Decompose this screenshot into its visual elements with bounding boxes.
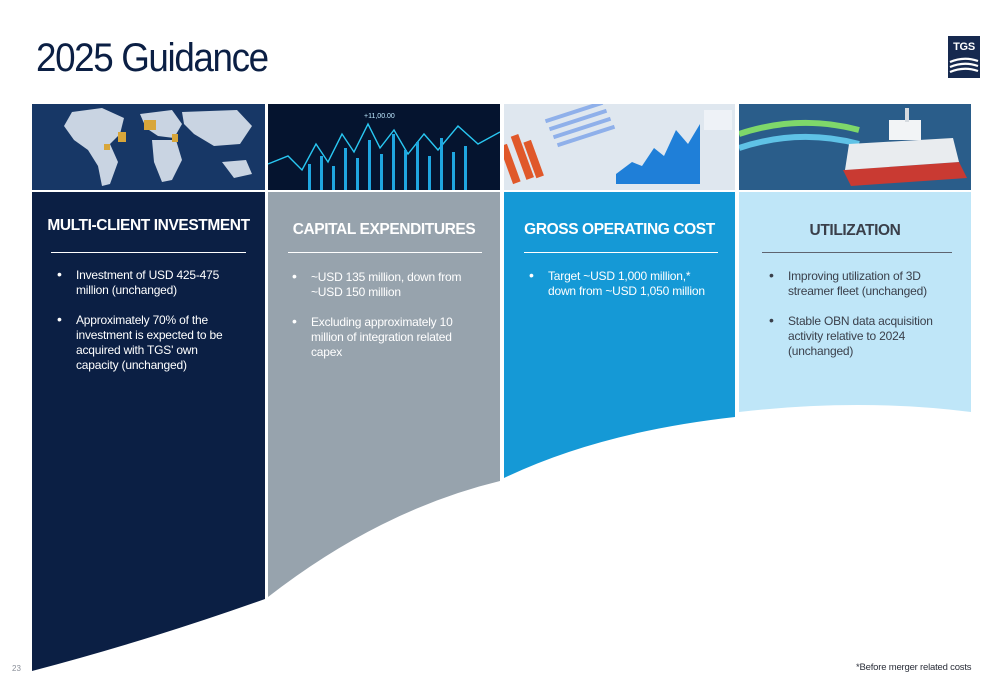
chart-label: +11,00.00 <box>364 113 395 120</box>
financial-chart-photo: +11,00.00 <box>268 104 500 190</box>
column-divider <box>288 252 482 253</box>
column-divider <box>524 252 718 253</box>
footnote: *Before merger related costs <box>856 662 972 673</box>
world-map-photo <box>32 104 265 190</box>
wave-icon <box>949 57 979 74</box>
bullet-item: ~USD 135 million, down from ~USD 150 mil… <box>292 269 477 300</box>
logo-text: TGS <box>953 41 975 53</box>
bullet-list: Improving utilization of 3D streamer fle… <box>769 268 949 374</box>
bullet-item: Stable OBN data acquisition activity rel… <box>769 313 949 359</box>
bullet-list: Investment of USD 425-475 million (uncha… <box>57 267 237 388</box>
bullet-item: Improving utilization of 3D streamer fle… <box>769 268 949 299</box>
column-heading-multi-client-investment: MULTI-CLIENT INVESTMENT <box>47 217 250 234</box>
bullet-item: Approximately 70% of the investment is e… <box>57 312 237 373</box>
analytics-dashboard-photo <box>504 104 735 190</box>
bullet-list: ~USD 135 million, down from ~USD 150 mil… <box>292 269 477 375</box>
bullet-item: Excluding approximately 10 million of in… <box>292 314 477 360</box>
column-heading-utilization: UTILIZATION <box>809 222 901 239</box>
seismic-vessel-photo <box>739 104 971 190</box>
column-divider <box>762 252 952 253</box>
bullet-item: Investment of USD 425-475 million (uncha… <box>57 267 237 298</box>
bullet-item: Target ~USD 1,000 million,* down from ~U… <box>529 268 719 299</box>
tgs-logo: TGS <box>948 36 980 78</box>
column-heading-gross-operating-cost: GROSS OPERATING COST <box>524 221 715 238</box>
column-heading-capital-expenditures: CAPITAL EXPENDITURES <box>292 221 476 238</box>
bullet-list: Target ~USD 1,000 million,* down from ~U… <box>529 268 719 314</box>
column-divider <box>51 252 246 253</box>
slide-title: 2025 Guidance <box>36 36 269 80</box>
page-number: 23 <box>12 664 21 673</box>
column-panel-navy <box>32 104 265 671</box>
